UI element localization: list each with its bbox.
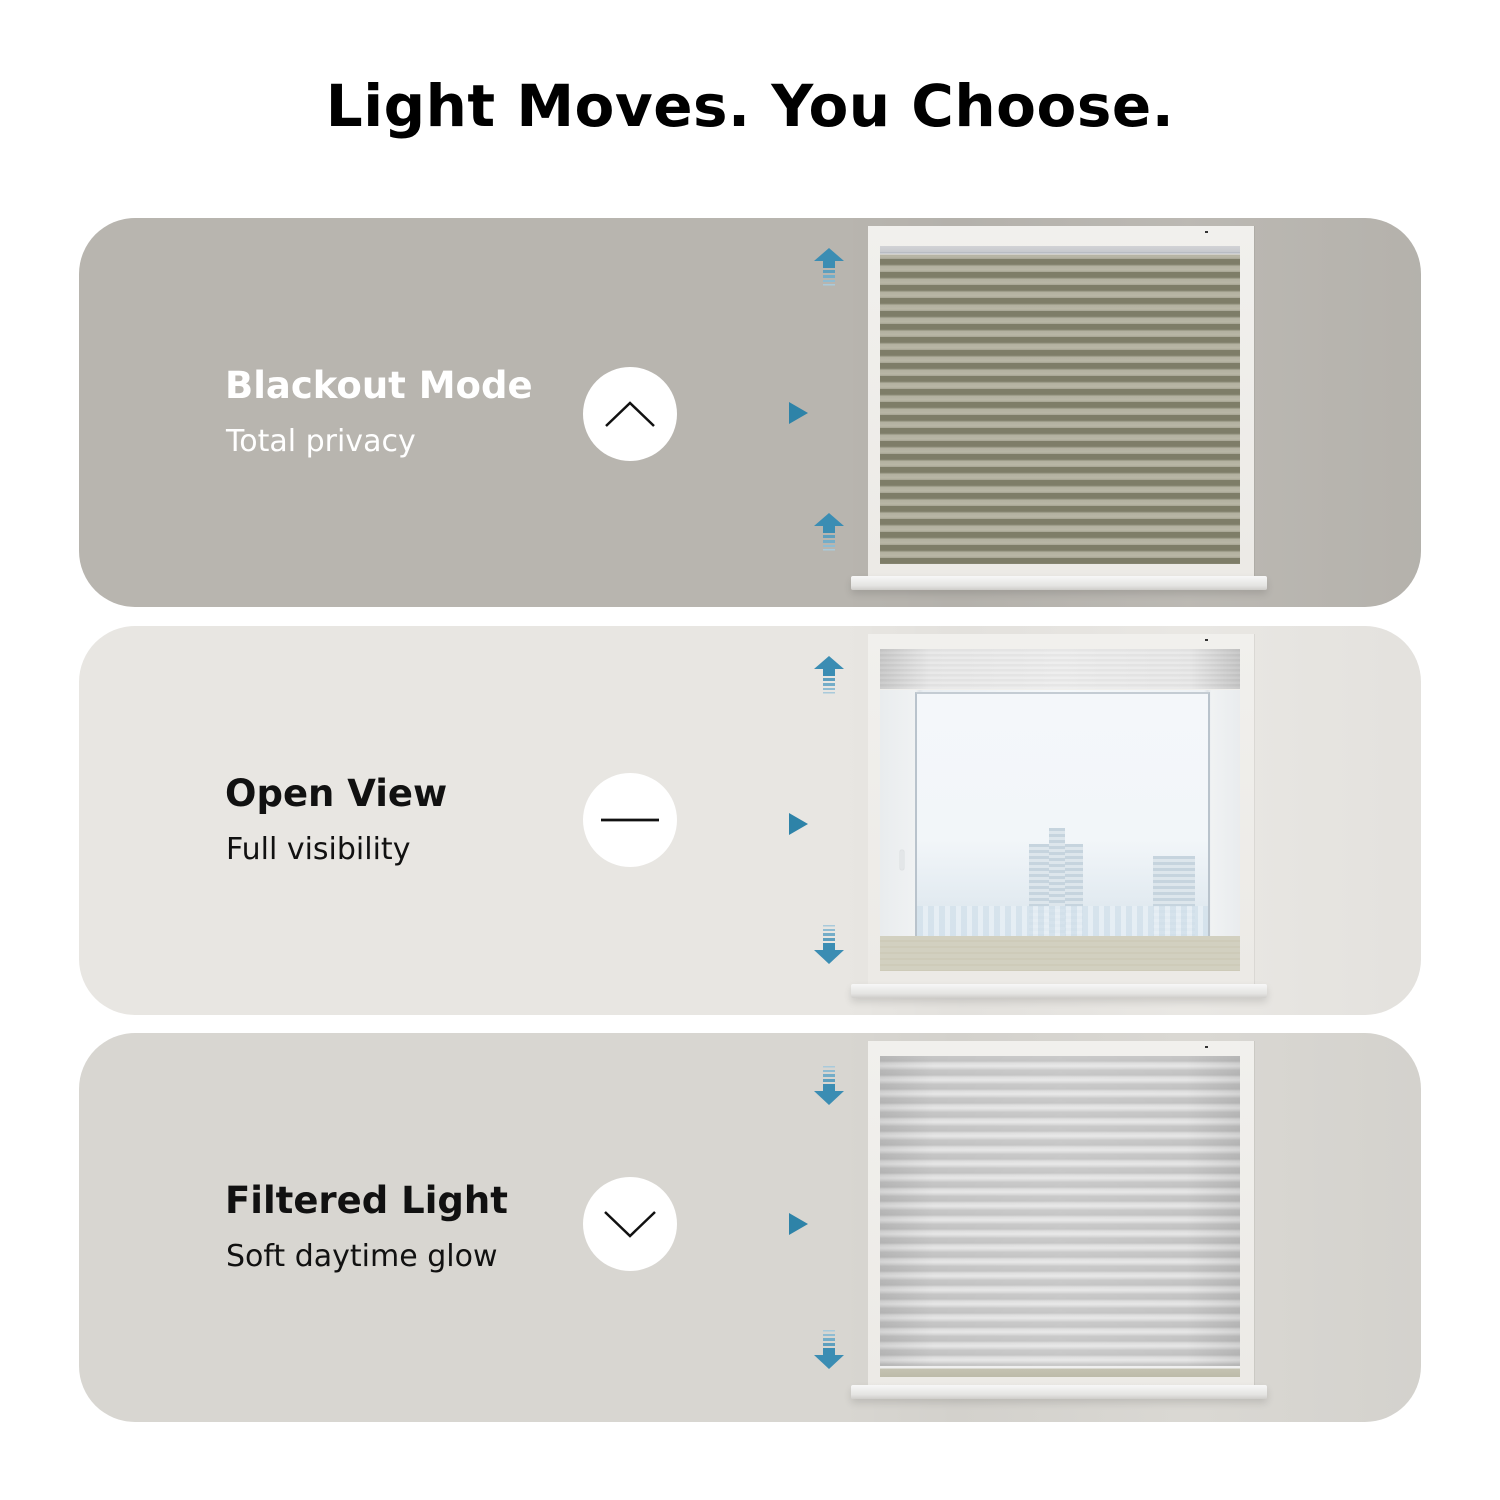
top-rail-shade <box>880 649 1240 689</box>
arrow-up-icon <box>814 513 844 555</box>
chevron-down-icon <box>604 1211 656 1238</box>
play-triangle-icon <box>789 402 808 424</box>
page-title: Light Moves. You Choose. <box>325 72 1175 140</box>
play-triangle-icon <box>789 813 808 835</box>
window-glass <box>880 690 1240 936</box>
bottom-rail-shade <box>880 936 1240 971</box>
window-image-filtered-light <box>868 1041 1254 1391</box>
mode-subtitle: Full visibility <box>226 832 411 867</box>
blackout-shade <box>880 246 1240 564</box>
mode-card-open-view: Open View Full visibility <box>79 626 1421 1015</box>
mode-subtitle: Soft daytime glow <box>226 1239 498 1274</box>
window-image-blackout <box>868 226 1254 576</box>
mode-title: Open View <box>225 772 448 815</box>
play-triangle-icon <box>789 1213 808 1235</box>
mode-button-filtered-light[interactable] <box>583 1177 677 1271</box>
mode-button-open-view[interactable] <box>583 773 677 867</box>
light-filtering-shade <box>880 1056 1240 1366</box>
window-sill <box>851 984 1267 998</box>
arrow-up-icon <box>814 248 844 290</box>
window-sill <box>851 576 1267 590</box>
cord-detail <box>1205 231 1208 233</box>
window-image-open-view <box>868 634 1254 984</box>
window-handle <box>900 850 904 870</box>
mode-button-blackout[interactable] <box>583 367 677 461</box>
arrow-down-icon <box>814 1327 844 1369</box>
cord-detail <box>1205 1046 1208 1048</box>
bottom-rail <box>880 1366 1240 1377</box>
city-view <box>915 692 1210 936</box>
chevron-up-icon <box>605 401 655 427</box>
mode-title: Filtered Light <box>225 1179 508 1222</box>
arrow-up-icon <box>814 656 844 698</box>
window-sill <box>851 1385 1267 1399</box>
mode-card-blackout: Blackout Mode Total privacy <box>79 218 1421 607</box>
trees <box>917 906 1208 936</box>
mode-card-filtered-light: Filtered Light Soft daytime glow <box>79 1033 1421 1422</box>
arrow-down-icon <box>814 922 844 964</box>
arrow-down-icon <box>814 1063 844 1105</box>
cord-detail <box>1205 639 1208 641</box>
mode-subtitle: Total privacy <box>226 424 416 459</box>
minus-icon <box>601 818 659 822</box>
mode-title: Blackout Mode <box>225 364 533 407</box>
